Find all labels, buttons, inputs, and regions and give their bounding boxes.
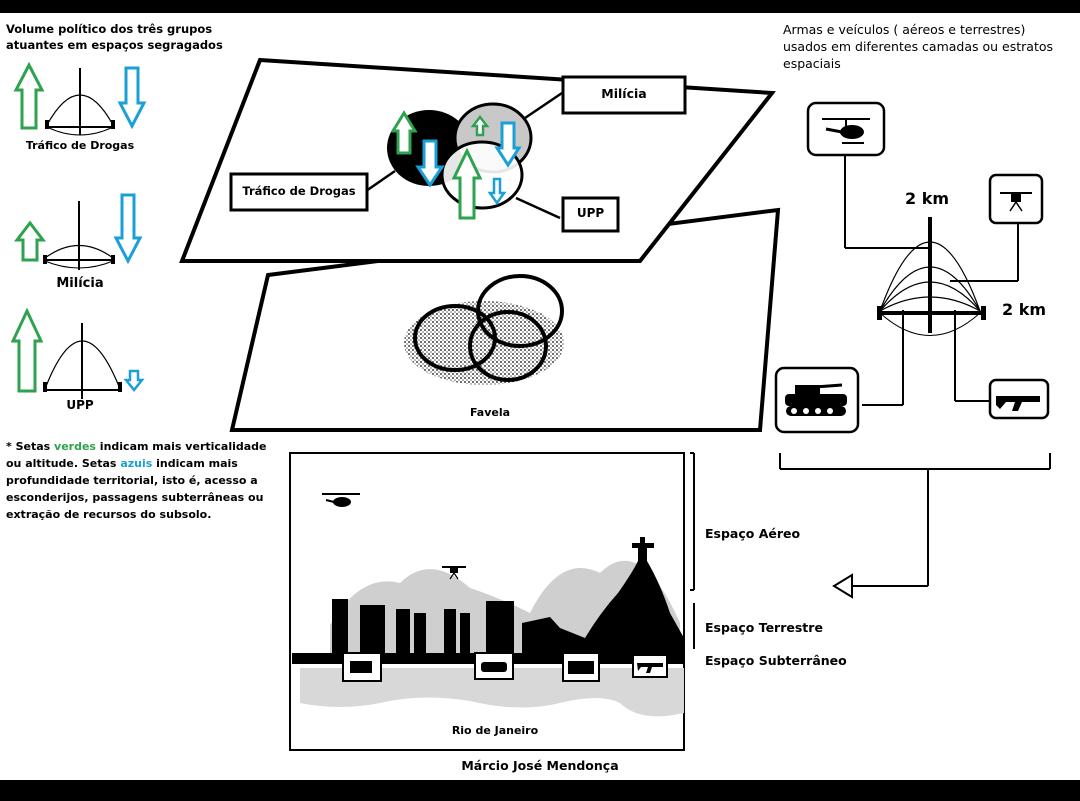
left-panel-title: Volume político dos três grupos atuantes… [6, 22, 223, 52]
blue-down-arrow [113, 193, 143, 265]
upp-label: UPP [66, 398, 94, 412]
height-label: 2 km [905, 189, 950, 208]
green-up-arrow [451, 147, 483, 220]
green-up-arrow [13, 61, 45, 130]
helicopter-icon [822, 118, 870, 144]
blue-down-arrow [117, 66, 147, 130]
favela-label: Favela [469, 406, 511, 419]
upp-box-label: UPP [576, 206, 605, 220]
green-up-arrow [10, 307, 44, 393]
pointer-arrowhead [832, 573, 853, 599]
helicopter-icon [322, 493, 360, 507]
rifle-icon [996, 396, 1040, 411]
weapons-strata-diagram [774, 101, 1051, 599]
trafico-label: Tráfico de Drogas [25, 139, 135, 152]
green-up-arrow [470, 114, 490, 137]
layer-air-label: Espaço Aéreo [705, 526, 801, 541]
diagram-canvas: Volume político dos três grupos atuantes… [0, 13, 1080, 780]
trafico-box-label: Tráfico de Drogas [242, 184, 356, 198]
right-panel-title: Armas e veículos ( aéreos e terrestres) … [783, 22, 1054, 71]
author-credit: Márcio José Mendonça [461, 758, 619, 773]
upp-volume-diagram [10, 307, 145, 399]
note-prefix: * Setas [6, 440, 55, 453]
note-suffix: indicam mais profundidade territorial, i… [6, 457, 264, 521]
blue-down-arrow [494, 121, 522, 168]
city-panel [289, 452, 695, 751]
tank-icon [785, 383, 847, 416]
drone-icon [442, 566, 466, 580]
milicia-volume-diagram [13, 193, 143, 270]
layer-underground-label: Espaço Subterrâneo [705, 653, 847, 668]
trafico-volume-diagram [13, 61, 147, 136]
city-label: Rio de Janeiro [451, 724, 539, 737]
milicia-label: Milícia [56, 276, 104, 291]
blue-down-arrow [415, 139, 445, 188]
drone-icon [1000, 192, 1032, 212]
arrow-legend-note: * Setas verdes indicam mais verticalidad… [6, 438, 276, 523]
green-up-arrow [13, 220, 47, 262]
layer-ground-label: Espaço Terrestre [705, 620, 823, 635]
blue-down-arrow [123, 369, 145, 393]
blue-down-arrow [487, 177, 507, 206]
note-blue-word: azuis [120, 457, 153, 470]
upper-plane [179, 57, 776, 263]
note-green-word: verdes [54, 440, 96, 453]
milicia-box-label: Milícia [601, 86, 647, 101]
width-label: 2 km [1002, 300, 1047, 319]
green-up-arrow [390, 110, 418, 155]
note-middle: indicam mais verticalidade ou altitude. … [6, 440, 267, 470]
diagram-graphics [10, 57, 1051, 751]
